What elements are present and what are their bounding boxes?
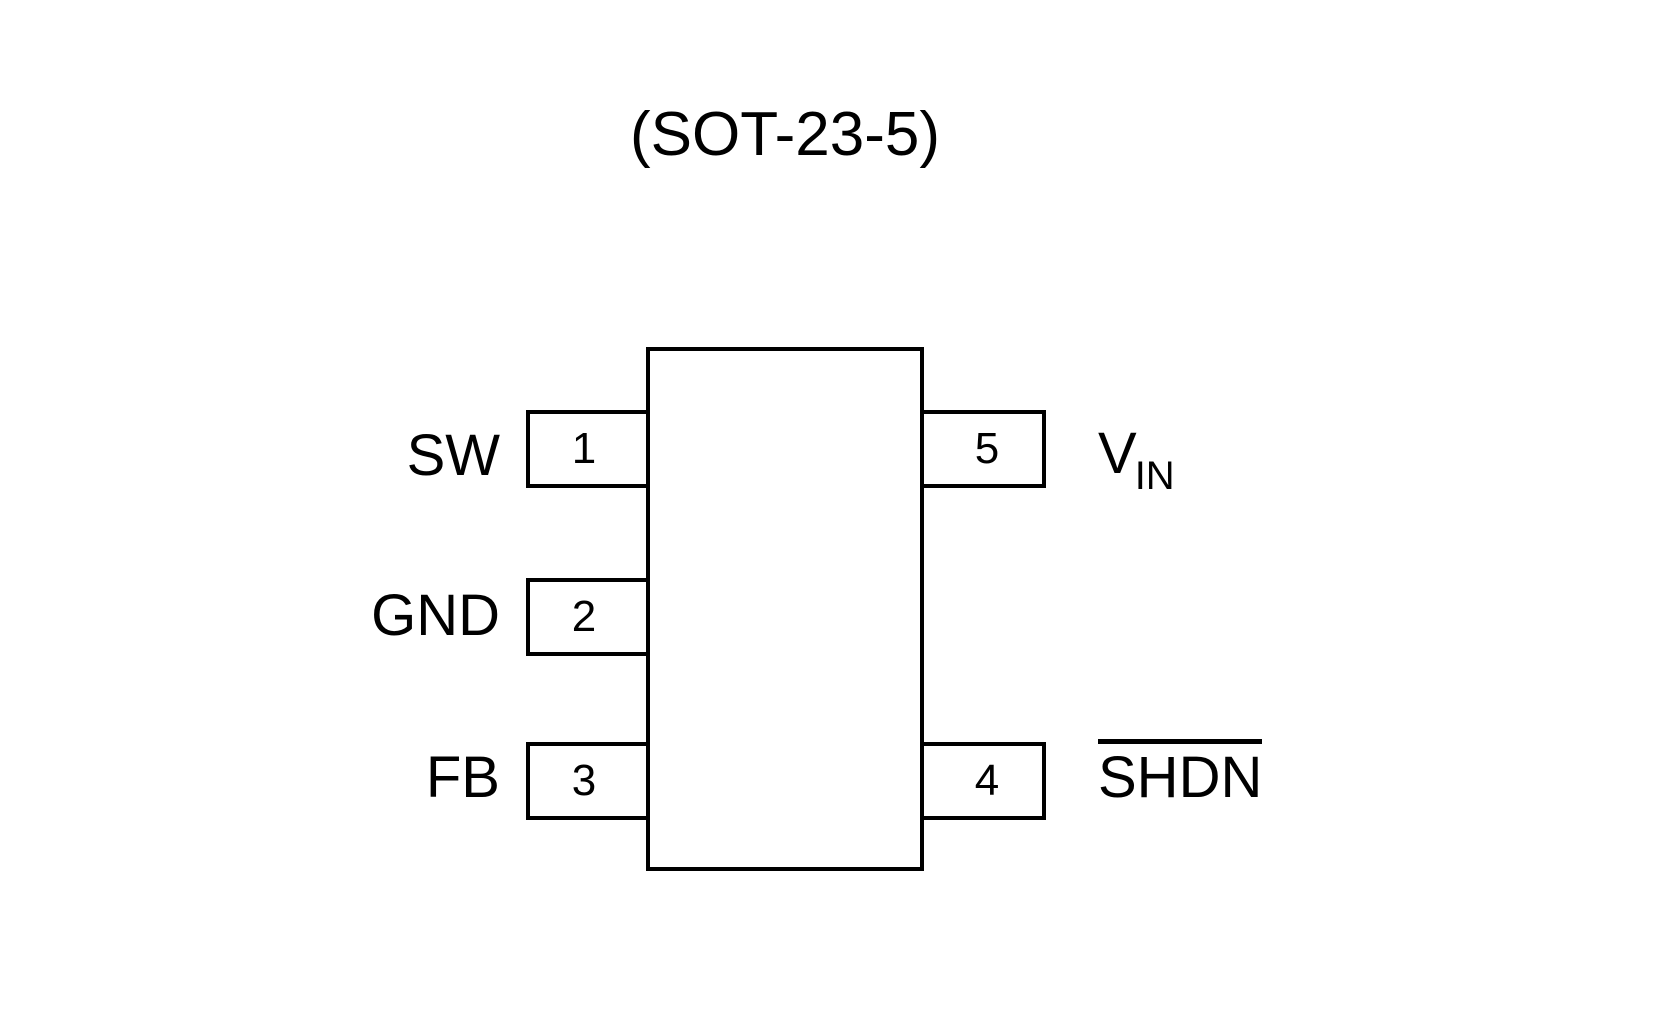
pin-number-5: 5 [974,424,1000,473]
package-body-outline [646,347,924,871]
pin-number-4: 4 [974,756,1000,805]
pin-label-shdn: SHDN [1098,739,1263,810]
package-title: (SOT-23-5) [629,100,941,169]
pin-label-vin: VIN [1098,425,1177,497]
pin-box-2: 2 [526,578,650,656]
pin-number-1: 1 [571,424,597,473]
pin-label-sw: SW [406,423,500,488]
pin-label-gnd: GND [371,583,500,648]
pin-label-fb: FB [425,745,500,810]
pin-number-3: 3 [571,756,597,805]
pin-box-5: 5 [920,410,1046,488]
pin-label-shdn-text: SHDN [1098,739,1263,810]
pin-box-3: 3 [526,742,650,820]
pin-label-vin-subscript: IN [1134,454,1175,498]
pin-label-vin-base: V [1098,421,1137,486]
pin-box-4: 4 [920,742,1046,820]
pin-number-2: 2 [571,592,597,641]
pin-box-1: 1 [526,410,650,488]
